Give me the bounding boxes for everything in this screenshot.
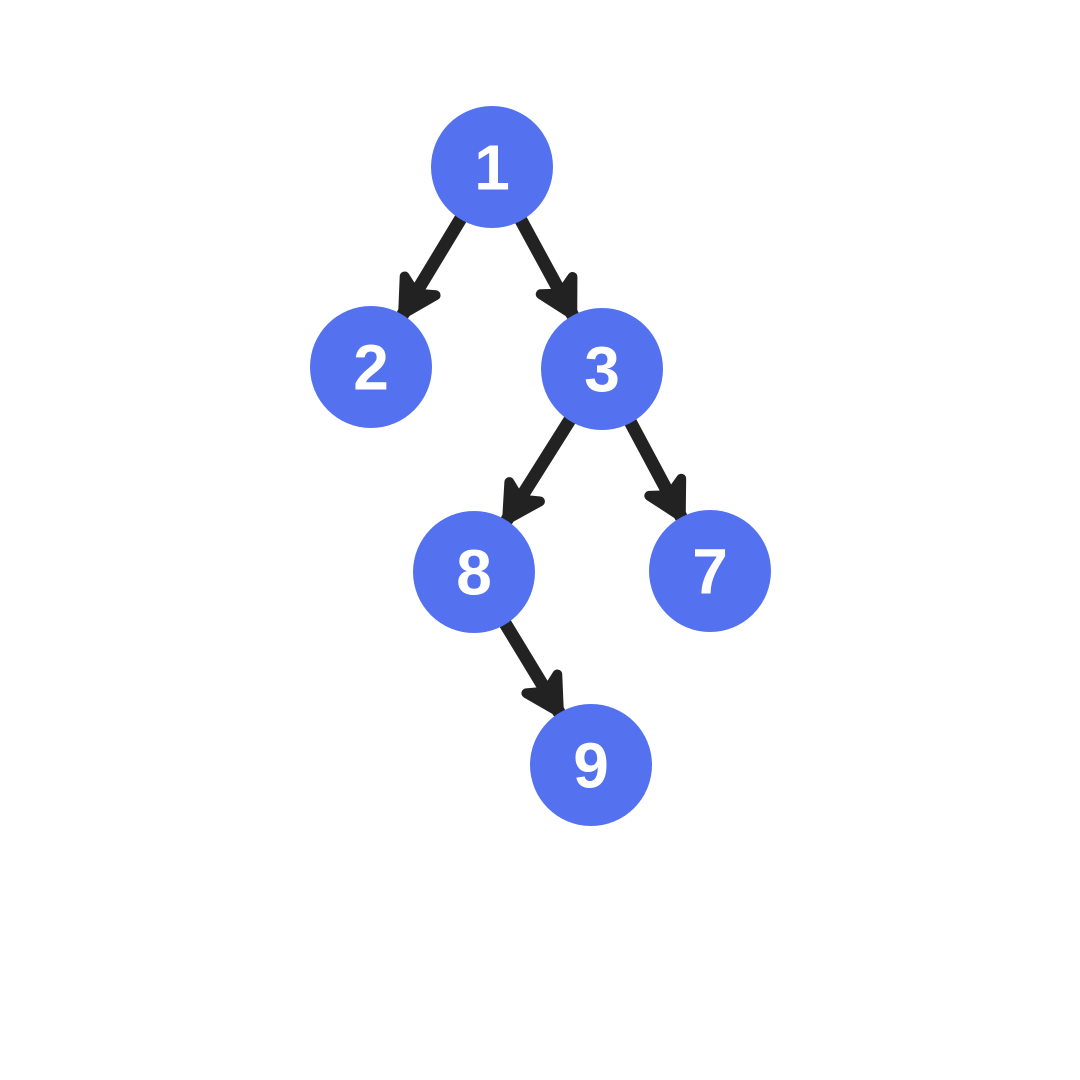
edge-3-7	[622, 412, 688, 523]
node-circle-7	[649, 510, 771, 632]
node-circle-1	[431, 106, 553, 228]
edges-layer	[396, 209, 688, 719]
node-circle-8	[413, 511, 535, 633]
tree-node-8: 8	[413, 511, 535, 633]
tree-node-2: 2	[310, 306, 432, 428]
tree-node-7: 7	[649, 510, 771, 632]
tree-node-3: 3	[541, 308, 663, 430]
edge-1-3	[512, 210, 579, 321]
edge-1-2	[396, 209, 469, 321]
edge-3-8	[500, 410, 579, 527]
edge-8-9	[497, 614, 566, 719]
nodes-layer: 1 2 3 8 7 9	[310, 106, 771, 826]
node-circle-3	[541, 308, 663, 430]
tree-node-1: 1	[431, 106, 553, 228]
node-label-3: 3	[584, 334, 620, 406]
node-label-7: 7	[692, 536, 728, 608]
tree-node-9: 9	[530, 704, 652, 826]
node-circle-9	[530, 704, 652, 826]
node-label-2: 2	[353, 332, 389, 404]
node-label-1: 1	[474, 132, 510, 204]
node-label-9: 9	[573, 730, 609, 802]
node-label-8: 8	[456, 537, 492, 609]
node-circle-2	[310, 306, 432, 428]
